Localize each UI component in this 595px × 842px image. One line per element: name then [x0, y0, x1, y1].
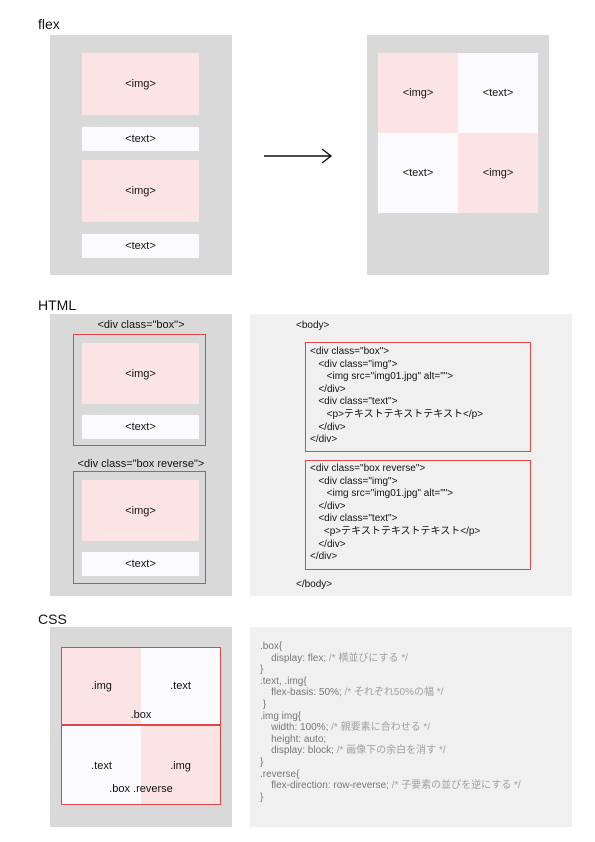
flex-before-img-1: <img> — [82, 53, 199, 115]
css-code-text: } — [260, 698, 267, 710]
css-code-line: } — [260, 792, 521, 804]
css-code-comment: /* 画像下の余白を消す */ — [336, 745, 446, 757]
css-box-text-half — [141, 648, 220, 724]
css-code-line: .reverse{ — [260, 769, 521, 781]
code-block-box-lines: <div class="box"> <div class="img"> <img… — [310, 346, 483, 447]
code-line: <div class="img"> — [310, 475, 398, 487]
css-section-title: CSS — [38, 611, 67, 627]
css-box-row — [61, 647, 221, 725]
css-code-line: width: 100%; /* 親要素に合わせる */ — [260, 722, 521, 734]
css-code-line: } — [260, 757, 521, 769]
flex-after-img-2: <img> — [458, 133, 538, 213]
html-code-panel — [250, 314, 572, 596]
css-box-caption: .box — [130, 709, 152, 721]
css-code-line: height: auto; — [260, 734, 521, 746]
code-line: <p>テキストテキストテキスト</p> — [310, 525, 481, 537]
css-reverse-row — [61, 725, 221, 805]
body-open-tag: <body> — [296, 320, 330, 331]
css-code-lines: .box{ display: flex; /* 横並びにする */}.text,… — [260, 641, 521, 803]
css-code-text: flex-basis: 50%; — [260, 687, 345, 699]
css-code-text: } — [260, 756, 264, 768]
box-text: <text> — [82, 415, 199, 439]
flex-before-img-2: <img> — [82, 160, 199, 222]
flex-after-text-1: <text> — [458, 53, 538, 133]
code-line: <div class="box"> — [310, 346, 390, 357]
code-line: <img src="img01.jpg" alt=""> — [310, 371, 454, 383]
css-code-text: .reverse{ — [260, 768, 300, 780]
code-line: </div> — [310, 421, 346, 433]
code-line: <div class="box reverse"> — [310, 463, 426, 474]
css-code-line: flex-basis: 50%; /* それぞれ50%の幅 */ — [260, 687, 521, 699]
body-close-tag: </body> — [296, 579, 333, 590]
code-line: <div class="img"> — [310, 358, 398, 370]
code-line: </div> — [310, 551, 338, 563]
css-code-text: .text, .img{ — [260, 675, 307, 687]
html-section-title: HTML — [38, 297, 77, 313]
code-line: <img src="img01.jpg" alt=""> — [310, 488, 454, 500]
css-code-line: .box{ — [260, 641, 521, 653]
reverse-text: <text> — [82, 552, 199, 576]
css-code-line: flex-direction: row-reverse; /* 子要素の並びを逆… — [260, 780, 521, 792]
css-code-text: .img img{ — [260, 710, 302, 722]
css-code-text: flex-direction: row-reverse; — [260, 780, 392, 792]
css-code-text: display: flex; — [260, 652, 329, 664]
css-box-img-label: .img — [91, 680, 112, 692]
css-reverse-text-label: .text — [91, 760, 112, 772]
css-code-line: .img img{ — [260, 711, 521, 723]
css-code-comment: /* 横並びにする */ — [328, 652, 408, 664]
css-code-text: height: auto; — [260, 733, 327, 745]
box-img: <img> — [82, 343, 199, 404]
box-div-label: <div class="box"> — [97, 319, 185, 331]
flex-before-text-1: <text> — [82, 127, 199, 151]
box-highlight — [73, 334, 206, 446]
css-code-panel — [250, 627, 572, 827]
css-code-comment: /* それぞれ50%の幅 */ — [344, 687, 444, 699]
css-box-text-label: .text — [170, 680, 191, 692]
code-block-reverse — [305, 460, 531, 570]
code-line: </div> — [310, 500, 346, 512]
css-reverse-img-label: .img — [170, 760, 191, 772]
css-code-comment: /* 親要素に合わせる */ — [331, 722, 431, 734]
css-code-line: } — [260, 699, 521, 711]
reverse-highlight — [73, 471, 206, 584]
css-code-line: .text, .img{ — [260, 676, 521, 688]
code-line: <div class="text"> — [310, 513, 398, 525]
css-code-line: } — [260, 664, 521, 676]
css-code-text: } — [260, 791, 264, 803]
css-code-text: .box{ — [260, 641, 283, 652]
reverse-img: <img> — [82, 480, 199, 541]
css-code-text: width: 100%; — [260, 722, 332, 734]
code-block-box — [305, 342, 531, 452]
flex-after-text-2: <text> — [378, 133, 458, 213]
code-line: </div> — [310, 383, 346, 395]
css-reverse-caption: .box .reverse — [109, 783, 173, 795]
code-line: </div> — [310, 434, 338, 446]
flex-section-title: flex — [38, 16, 60, 32]
css-code-line: display: flex; /* 横並びにする */ — [260, 653, 521, 665]
code-line: <div class="text"> — [310, 396, 398, 408]
code-line: <p>テキストテキストテキスト</p> — [310, 408, 484, 420]
css-reverse-text-half — [62, 726, 141, 804]
flex-after-img-1: <img> — [378, 53, 458, 133]
css-reverse-img-half — [141, 726, 220, 804]
css-code-text: display: block; — [260, 745, 337, 757]
css-code-line: display: block; /* 画像下の余白を消す */ — [260, 745, 521, 757]
flex-before-text-2: <text> — [82, 234, 199, 258]
code-block-reverse-lines: <div class="box reverse"> <div class="im… — [310, 463, 480, 564]
code-line: </div> — [310, 538, 346, 550]
css-box-img-half — [62, 648, 141, 724]
css-code-comment: /* 子要素の並びを逆にする */ — [391, 780, 521, 792]
arrow-right-icon — [264, 148, 333, 164]
css-code-text: } — [260, 664, 264, 676]
reverse-div-label: <div class="box reverse"> — [77, 458, 205, 470]
